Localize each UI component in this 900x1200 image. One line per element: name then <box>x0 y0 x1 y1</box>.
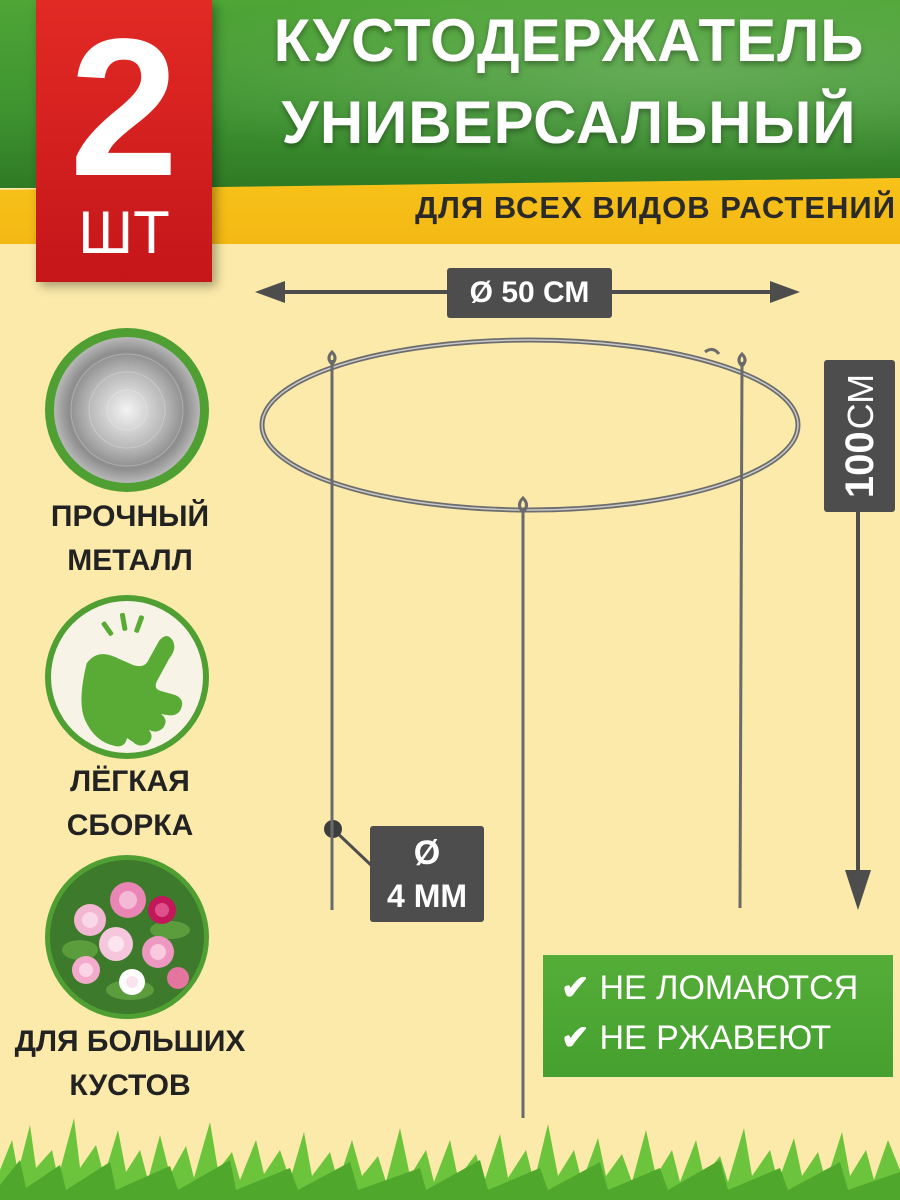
check-icon: ✔ <box>561 969 590 1007</box>
feature-label-line1: ДЛЯ БОЛЬШИХ <box>14 1025 246 1058</box>
feature-big-bushes: ДЛЯ БОЛЬШИХ КУСТОВ <box>0 1020 260 1108</box>
height-label: 100СМ <box>824 360 895 512</box>
quantity-badge: 2 ШТ <box>36 0 212 282</box>
feature-strong-metal: ПРОЧНЫЙ МЕТАЛЛ <box>10 495 250 583</box>
metal-disc-icon <box>45 328 209 492</box>
feature-label-line2: КУСТОВ <box>69 1069 191 1102</box>
grass-decoration <box>0 1118 900 1200</box>
height-arrow <box>845 512 871 910</box>
height-value: 100 <box>838 431 882 499</box>
wire-symbol: Ø <box>413 834 441 872</box>
title-line-1: КУСТОДЕРЖАТЕЛЬ <box>273 7 865 74</box>
claims-box: ✔НЕ ЛОМАЮТСЯ ✔НЕ РЖАВЕЮТ <box>543 955 893 1077</box>
quantity-unit: ШТ <box>78 199 170 266</box>
hand-snap-icon <box>45 595 209 759</box>
subtitle: ДЛЯ ВСЕХ ВИДОВ РАСТЕНИЙ <box>415 190 896 225</box>
claim-no-rust: ✔НЕ РЖАВЕЮТ <box>561 1017 831 1059</box>
feature-label-line2: МЕТАЛЛ <box>67 544 193 577</box>
diameter-label: Ø 50 СМ <box>447 268 612 318</box>
plant-support-ring <box>259 337 801 1118</box>
feature-label-line1: ЛЁГКАЯ <box>70 765 190 798</box>
feature-label-line1: ПРОЧНЫЙ <box>50 500 210 533</box>
claim-text: НЕ ЛОМАЮТСЯ <box>599 969 859 1007</box>
height-unit: СМ <box>840 373 881 430</box>
feature-easy-assembly: ЛЁГКАЯ СБОРКА <box>10 760 250 848</box>
peony-flowers-icon <box>45 855 209 1019</box>
quantity-number: 2 <box>69 0 179 217</box>
claim-no-break: ✔НЕ ЛОМАЮТСЯ <box>561 967 858 1009</box>
title-line-2: УНИВЕРСАЛЬНЫЙ <box>281 89 857 156</box>
check-icon: ✔ <box>561 1019 590 1057</box>
wire-value: 4 ММ <box>387 878 467 914</box>
claim-text: НЕ РЖАВЕЮТ <box>599 1019 832 1057</box>
wire-thickness-label: Ø 4 ММ <box>370 826 484 922</box>
feature-label-line2: СБОРКА <box>66 809 194 842</box>
